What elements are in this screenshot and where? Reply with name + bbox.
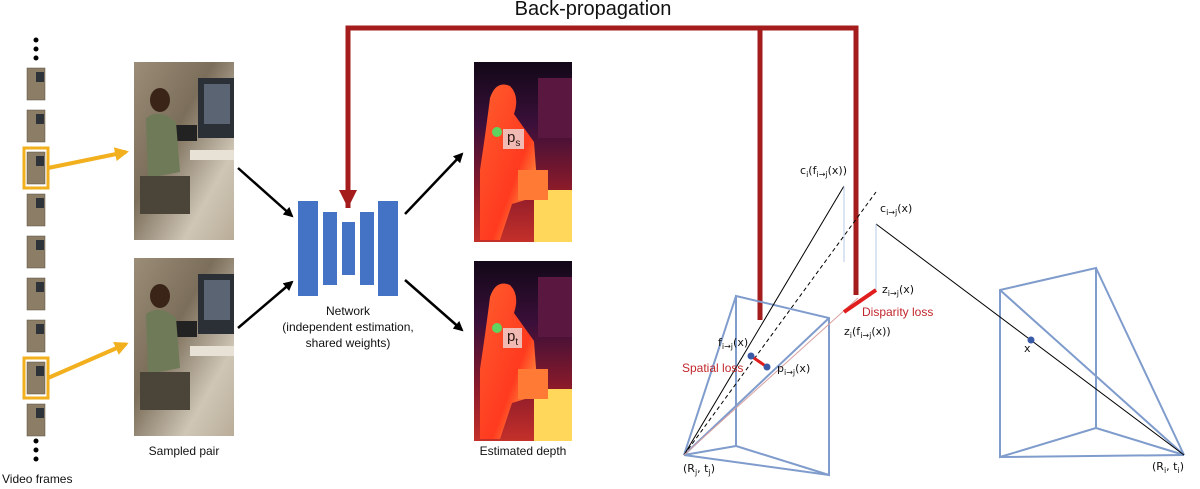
point-ps-label: ps — [503, 129, 525, 149]
label-camera-i: (Ri, ti) — [1152, 460, 1185, 476]
point-p-ij — [763, 363, 771, 371]
disparity-loss-label: Disparity loss — [862, 305, 934, 319]
depth-map-top — [474, 62, 572, 242]
output-arrow — [404, 152, 464, 215]
backprop-arrows — [345, 25, 859, 320]
depth-map-bottom — [474, 261, 572, 441]
video-frame-screen — [36, 282, 44, 292]
video-frames-label: Video frames — [2, 472, 73, 486]
input-arrow — [237, 167, 294, 218]
label-camera-j: (Rj, tj) — [683, 462, 716, 478]
video-frame-screen — [36, 324, 44, 334]
network-label-2: (independent estimation, — [282, 320, 414, 334]
spatial-loss-label: Spatial loss — [682, 361, 744, 375]
network-label-3: shared weights) — [305, 336, 391, 350]
selection-arrow — [47, 147, 129, 170]
label-x: x — [1024, 342, 1031, 355]
label-z-i-f: zi(fi→j(x)) — [844, 325, 891, 341]
sampled-image-top — [134, 62, 234, 240]
backprop-title: Back-propagation — [514, 0, 672, 20]
label-f-ij: fi→j(x) — [718, 336, 749, 352]
sampled-image-bottom — [134, 258, 234, 436]
video-frame-screen — [36, 408, 44, 418]
sampled-pair-label: Sampled pair — [148, 444, 220, 458]
video-frame-screen — [36, 366, 44, 376]
label-c-i-f: ci(fi→j(x)) — [800, 164, 848, 180]
video-frame-screen — [36, 156, 44, 166]
video-frames-column — [26, 37, 46, 462]
label-p-ij: pi→j(x) — [777, 362, 811, 378]
output-arrow — [404, 279, 464, 332]
point-x — [1027, 336, 1035, 344]
backprop-arrowhead — [339, 190, 357, 208]
video-frame-screen — [36, 114, 44, 124]
label-c-ij: ci→j(x) — [880, 202, 913, 218]
video-frame-screen — [36, 198, 44, 208]
camera-j-frustum — [683, 294, 830, 477]
point-ps-marker — [492, 127, 502, 137]
video-frame-screen — [36, 240, 44, 250]
point-f-ij — [747, 352, 755, 360]
network-label-1: Network — [325, 304, 371, 318]
label-z-ij: zi→j(x) — [882, 283, 915, 299]
input-arrow — [237, 280, 294, 329]
video-frame-screen — [36, 72, 44, 82]
camera-i-frustum — [999, 266, 1185, 459]
estimated-depth-label: Estimated depth — [479, 444, 567, 458]
point-pt-marker — [492, 323, 502, 333]
disparity-loss-segment — [842, 288, 878, 314]
point-pt-label: pt — [503, 328, 523, 348]
selection-arrow — [47, 341, 129, 380]
network-icon — [298, 201, 398, 296]
